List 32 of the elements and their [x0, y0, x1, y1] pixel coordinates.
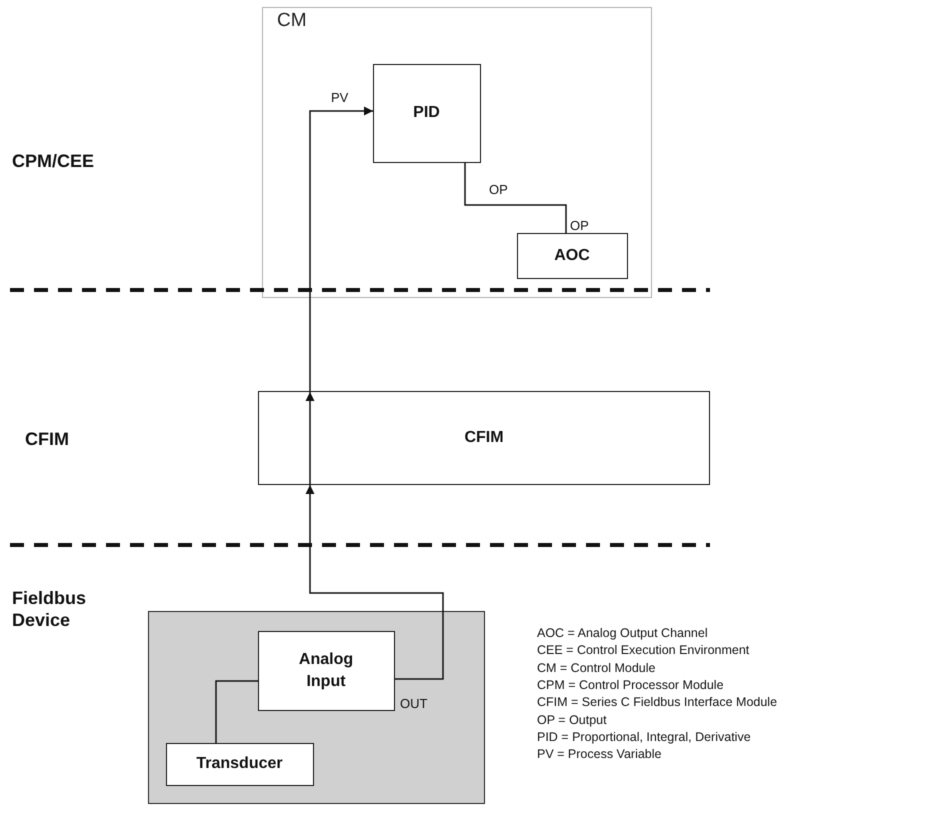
- block-box: [516, 232, 628, 278]
- block-box: [258, 391, 710, 485]
- connector: [306, 485, 444, 680]
- device-panel: [148, 611, 485, 804]
- tier-label: CPM/CEE: [12, 150, 94, 172]
- tier-label: Fieldbus Device: [12, 587, 88, 631]
- module-title: CM: [277, 10, 307, 32]
- edge-label: PV: [330, 91, 350, 105]
- connector: [215, 680, 258, 743]
- abbreviation-note: PID = Proportional, Integral, Derivative: [537, 730, 751, 744]
- module-frame: [262, 7, 652, 298]
- connector: [309, 106, 373, 391]
- abbreviation-note: AOC = Analog Output Channel: [537, 626, 708, 640]
- edge-label: OP: [488, 183, 509, 197]
- block-box: [166, 742, 314, 786]
- abbreviation-note: PV = Process Variable: [537, 747, 662, 762]
- block-label: Analog Input: [298, 650, 354, 692]
- block-box: [372, 64, 480, 162]
- abbreviation-note: CFIM = Series C Fieldbus Interface Module: [537, 695, 778, 710]
- port-label: OUT: [400, 696, 428, 711]
- block-label: Transducer: [196, 754, 283, 774]
- port-label: OP: [570, 218, 589, 233]
- connector: [464, 163, 567, 233]
- abbreviation-note: CEE = Control Execution Environment: [537, 643, 750, 658]
- block-label: AOC: [553, 246, 591, 266]
- block-box: [258, 630, 394, 710]
- block-label: CFIM: [464, 428, 504, 448]
- abbreviation-note: CPM = Control Processor Module: [537, 678, 724, 692]
- block-label: PID: [412, 103, 441, 123]
- abbreviation-note: CM = Control Module: [537, 660, 656, 675]
- abbreviation-note: OP = Output: [537, 712, 607, 726]
- tier-label: CFIM: [25, 428, 69, 450]
